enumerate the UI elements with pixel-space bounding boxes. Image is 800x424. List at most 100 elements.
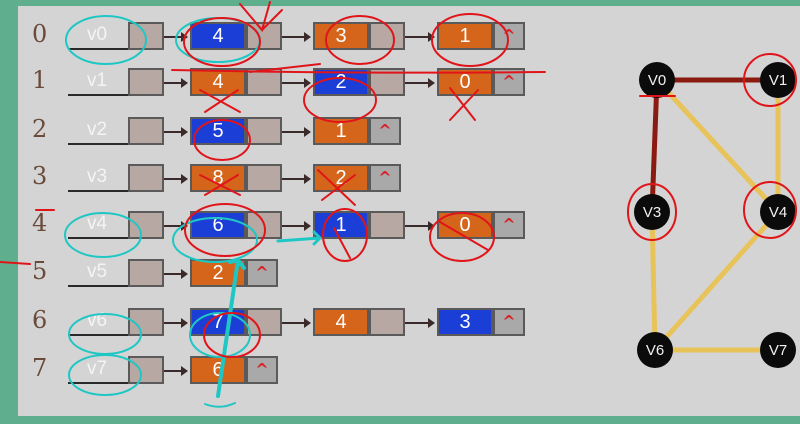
red-circle-annotation [429, 212, 495, 262]
row-index: 1 [32, 66, 48, 94]
red-cross-annotation [199, 174, 241, 196]
row-index: 4 [32, 209, 48, 237]
vertex-head-pointer [128, 211, 164, 239]
vertex-underline [68, 237, 130, 239]
vertex-label: v0 [86, 24, 108, 45]
graph-node [760, 194, 796, 230]
edge-node-text: 8 [212, 167, 224, 189]
null-pointer-icon: ^ [369, 117, 401, 145]
vertex-underline [68, 382, 130, 384]
edge-node-value: 6 [190, 211, 246, 239]
edge-node-text: 2 [335, 71, 347, 93]
null-pointer-icon: ^ [493, 22, 525, 50]
vertex-underline [68, 143, 130, 145]
red-circle-annotation [303, 77, 377, 123]
red-circle-annotation [322, 208, 368, 262]
cyan-arrow-annotation [276, 230, 324, 246]
edge-node-pointer [369, 308, 405, 336]
edge-node-value: 3 [437, 308, 493, 336]
edge-node-text: 5 [212, 120, 224, 142]
graph-node-label: V0 [648, 72, 666, 89]
graph-edge [649, 79, 660, 213]
vertex-underline [68, 48, 130, 50]
link-arrow [164, 318, 188, 328]
link-arrow [282, 32, 311, 42]
link-arrow [164, 78, 188, 88]
vertex-underline [68, 190, 130, 192]
edge-node-text: 1 [459, 25, 471, 47]
null-pointer-icon: ^ [369, 164, 401, 192]
edge-node-text: 1 [335, 120, 347, 142]
vertex-underline [68, 334, 130, 336]
vertex-head-pointer [128, 117, 164, 145]
link-arrow [405, 78, 435, 88]
null-pointer-icon: ^ [246, 259, 278, 287]
edge-node-text: 6 [212, 214, 224, 236]
row-index: 7 [32, 354, 48, 382]
link-arrow [282, 318, 311, 328]
red-circle-annotation [193, 119, 251, 161]
edge-node-pointer [369, 211, 405, 239]
link-arrow [405, 221, 435, 231]
edge-node-value: 1 [437, 22, 493, 50]
graph-node [637, 332, 673, 368]
cyan-circle-annotation [65, 15, 147, 65]
vertex-head-pointer [128, 308, 164, 336]
vertex-label: v1 [86, 70, 108, 91]
cyan-circle-annotation [68, 313, 142, 355]
edge-node-text: 7 [212, 311, 224, 333]
link-arrow [164, 366, 188, 376]
edge-node-text: 1 [335, 214, 347, 236]
cyan-circle-annotation [189, 312, 251, 358]
row-index: 3 [32, 162, 48, 190]
link-arrow [405, 318, 435, 328]
edge-node-text: 0 [459, 214, 471, 236]
edge-node-pointer [246, 164, 282, 192]
edge-node-text: 3 [459, 311, 471, 333]
edge-node-text: 0 [459, 71, 471, 93]
edge-node-text: 3 [335, 25, 347, 47]
edge-node-pointer [246, 308, 282, 336]
red-circle-annotation [431, 13, 509, 67]
vertex-label: v2 [86, 119, 108, 140]
edge-node-text: 2 [335, 167, 347, 189]
graph-node-label: V7 [769, 342, 787, 359]
vertex-head-pointer [128, 259, 164, 287]
cyan-arrow-annotation [216, 257, 246, 398]
graph-node-label: V3 [643, 204, 661, 221]
row-index: 0 [32, 20, 48, 48]
edge-node-text: 6 [212, 359, 224, 381]
edge-node-value: 4 [190, 22, 246, 50]
red-circle-annotation [743, 181, 797, 239]
cyan-circle-annotation [64, 212, 142, 258]
null-pointer-icon: ^ [246, 356, 278, 384]
edge-node-value: 4 [190, 68, 246, 96]
row-index: 5 [32, 257, 48, 285]
vertex-label: v3 [86, 166, 108, 187]
graph-node-label: V4 [769, 204, 787, 221]
red-cross-annotation [449, 87, 479, 121]
red-circle-annotation [184, 203, 266, 257]
graph-node [634, 194, 670, 230]
null-pointer-icon: ^ [493, 211, 525, 239]
graph-node-label: V1 [769, 72, 787, 89]
row-index: 2 [32, 115, 48, 143]
edge-node-value: 3 [313, 22, 369, 50]
graph-edge [655, 78, 780, 214]
edge-node-text: 2 [212, 262, 224, 284]
cyan-underline-annotation [204, 402, 236, 408]
link-arrow [282, 127, 311, 137]
red-circle-annotation [183, 17, 261, 67]
row-index: 6 [32, 306, 48, 334]
vertex-head-pointer [128, 68, 164, 96]
edge-node-value: 4 [313, 308, 369, 336]
vertex-label: v7 [86, 358, 108, 379]
edge-node-value: 5 [190, 117, 246, 145]
null-pointer-icon: ^ [493, 308, 525, 336]
link-arrow [164, 174, 188, 184]
link-arrow [282, 174, 311, 184]
vertex-label: v4 [86, 213, 108, 234]
vertex-underline [68, 94, 130, 96]
